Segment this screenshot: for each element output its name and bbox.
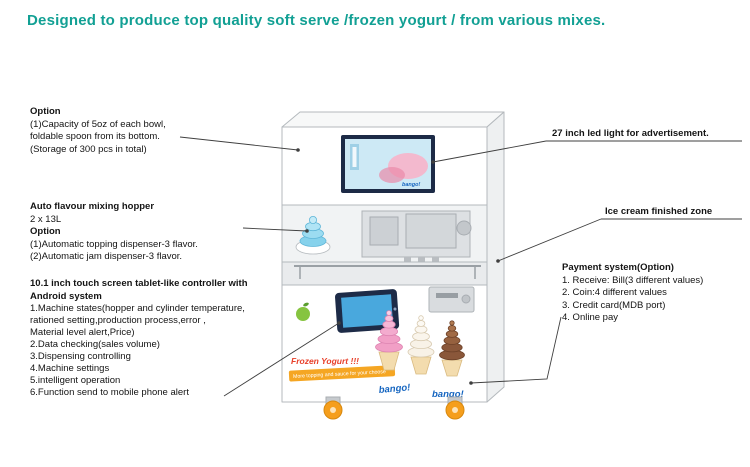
- annotation-line: 3. Credit card(MDB port): [562, 299, 666, 311]
- annotation-line: 5.intelligent operation: [30, 375, 121, 386]
- screen-brand-logo: bango!: [402, 182, 420, 188]
- poster-ribbon-text: More topping and sauce for your choose: [293, 369, 386, 380]
- annotation-mixing-hopper: Auto flavour mixing hopper 2 x 13L Optio…: [30, 201, 250, 264]
- soft-serve-cone-white: [407, 315, 435, 375]
- annotation-line: 3.Dispensing controlling: [30, 351, 131, 362]
- mixing-hopper: [295, 215, 331, 255]
- annotation-line: (2)Automatic jam dispenser-3 flavor.: [30, 251, 183, 262]
- annotation-line: 2.Data checking(sales volume): [30, 339, 160, 350]
- finished-zone-counter: [281, 261, 488, 286]
- annotation-bowl-storage: Option (1)Capacity of 5oz of each bowl, …: [30, 106, 220, 156]
- soft-serve-cone-brown: [439, 320, 465, 377]
- annotation-line: 4. Online pay: [562, 312, 618, 323]
- advertisement-screen: bango!: [341, 135, 435, 193]
- annotation-heading: 27 inch led light for advertisement.: [552, 128, 709, 139]
- annotation-line: 2. Coin:4 different values: [562, 287, 667, 298]
- annotation-line: (1)Automatic topping dispenser-3 flavor.: [30, 238, 198, 250]
- annotation-led-light: 27 inch led light for advertisement.: [552, 128, 747, 141]
- annotation-line: 2 x 13L: [30, 213, 62, 225]
- poster-title: Frozen Yogurt !!!: [291, 356, 359, 366]
- poster-ribbon: More topping and sauce for your choose: [288, 365, 396, 382]
- annotation-line: 1. Receive: Bill(3 different values): [562, 274, 704, 286]
- payment-module: [428, 286, 475, 313]
- brand-logo-right: bango!: [432, 389, 464, 400]
- annotation-line: 1.Machine states(hopper and cylinder tem…: [30, 303, 245, 314]
- caster-wheel-right: [445, 396, 465, 420]
- annotation-line: foldable spoon from its bottom.: [30, 131, 160, 142]
- annotation-subheading: Option: [30, 226, 61, 237]
- tablet-controller: [335, 289, 400, 333]
- annotation-heading: Option: [30, 106, 61, 117]
- annotation-line: 6.Function send to mobile phone alert: [30, 387, 189, 398]
- annotation-line: 4.Machine settings: [30, 363, 110, 374]
- poster: Frozen Yogurt !!! More topping and sauce…: [288, 356, 464, 400]
- annotation-touch-controller: 10.1 inch touch screen tablet-like contr…: [30, 278, 278, 399]
- annotation-heading: 10.1 inch touch screen tablet-like contr…: [30, 278, 248, 302]
- page-title: Designed to produce top quality soft ser…: [27, 12, 606, 29]
- annotation-finished-zone: Ice cream finished zone: [605, 206, 750, 219]
- connector-lines: [179, 136, 742, 397]
- annotation-line: rationed setting,production process,erro…: [30, 315, 206, 326]
- annotation-heading: Ice cream finished zone: [605, 206, 713, 217]
- annotation-heading: Payment system(Option): [562, 262, 674, 273]
- apple-logo: [296, 302, 310, 321]
- annotation-line: (1)Capacity of 5oz of each bowl,: [30, 118, 166, 130]
- caster-wheel-left: [323, 396, 343, 420]
- annotation-payment-system: Payment system(Option) 1. Receive: Bill(…: [562, 262, 750, 325]
- annotation-line: (Storage of 300 pcs in total): [30, 143, 147, 155]
- soft-serve-cone-pink: [375, 310, 403, 371]
- brand-logo-left: bango!: [378, 382, 411, 396]
- annotation-line: Material level alert,Price): [30, 327, 135, 338]
- annotation-heading: Auto flavour mixing hopper: [30, 201, 155, 212]
